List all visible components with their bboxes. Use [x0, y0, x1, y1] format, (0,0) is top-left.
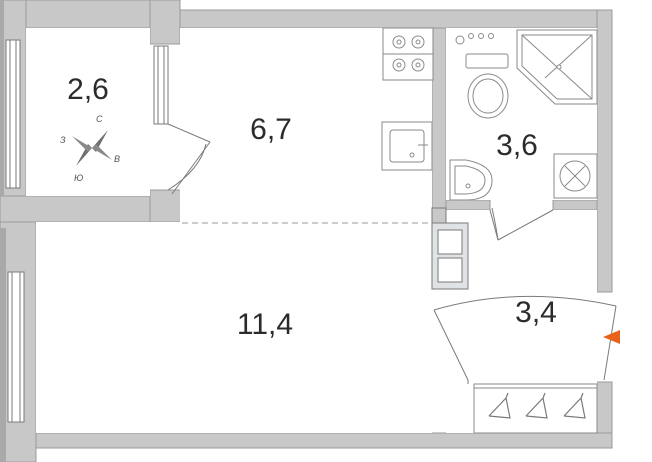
room-area-living: 11,4 [237, 308, 293, 341]
wall-balcony-right-top [149, 0, 181, 45]
sink-icon [381, 121, 433, 171]
wall-top [179, 9, 613, 29]
bathroom-door [489, 207, 554, 241]
compass-east-label: В [114, 154, 120, 164]
washing-machine-icon [553, 153, 598, 199]
toilet-icon [465, 53, 509, 119]
window-balcony-left [5, 39, 21, 189]
room-area-balcony: 2,6 [67, 73, 109, 106]
room-area-kitchen: 6,7 [250, 113, 292, 146]
wall-bathroom-bottom-left [445, 199, 491, 211]
wall-balcony-right-bottom [149, 189, 183, 223]
window-living [7, 271, 25, 423]
balcony-door [167, 123, 211, 195]
wall-right-upper [596, 9, 613, 293]
washbasin-icon [449, 159, 493, 201]
wall-dark-balcony [0, 0, 4, 196]
windows [0, 0, 169, 462]
wall-bottom [17, 432, 613, 449]
hanger-icon [488, 392, 511, 419]
compass-north-label: С [96, 114, 103, 124]
entrance-door [433, 295, 617, 384]
floors [26, 28, 597, 433]
bath-shelf [455, 33, 494, 45]
closet-unit [431, 207, 469, 290]
window-balcony-inner [153, 45, 169, 125]
wall-bathroom-bottom-right [552, 199, 598, 211]
wall-dark-left [0, 228, 6, 462]
room-area-bathroom: 3,6 [496, 129, 538, 162]
shower-icon [516, 29, 598, 105]
hanger-icon [563, 392, 586, 419]
entrance-marker-icon [603, 330, 620, 344]
room-area-hallway: 3,4 [515, 296, 557, 329]
compass-west-label: З [60, 135, 66, 145]
compass-south-label: Ю [74, 173, 83, 183]
stove-icon [382, 27, 434, 81]
hanger-icon [525, 392, 548, 419]
wardrobe [473, 383, 598, 434]
compass-icon: С В Ю З [60, 114, 120, 183]
wall-bathroom-left [431, 27, 447, 209]
